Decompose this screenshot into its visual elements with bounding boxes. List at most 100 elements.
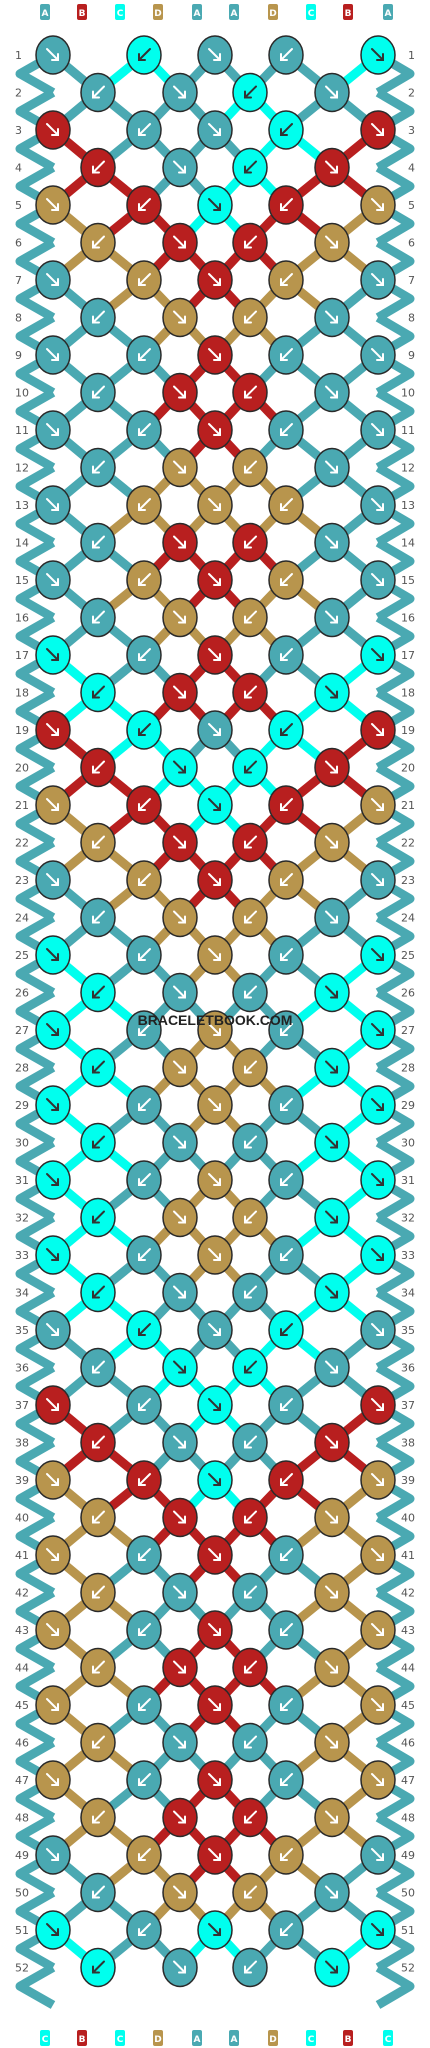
knot — [314, 522, 350, 563]
knot — [314, 897, 350, 938]
knot — [80, 1047, 116, 1088]
knot — [268, 710, 304, 750]
knot — [162, 747, 198, 788]
knot — [268, 1535, 304, 1575]
knot-arrow-icon — [46, 648, 59, 661]
knot — [80, 1872, 116, 1913]
knot — [126, 1085, 162, 1125]
svg-text:C: C — [308, 9, 315, 19]
watermark: BRACELETBOOK.COM — [138, 1012, 293, 1028]
knot-arrow-icon — [280, 1473, 293, 1486]
knot — [314, 1647, 350, 1688]
thread-letter: C — [115, 2030, 125, 2046]
row-number: 32 — [401, 1212, 415, 1225]
knot — [197, 335, 233, 375]
knot — [80, 447, 116, 488]
knot — [360, 710, 396, 750]
knot-arrow-icon — [138, 573, 151, 586]
row-number: 3 — [408, 124, 415, 137]
knot-arrow-icon — [46, 1023, 59, 1036]
row-number: 34 — [401, 1287, 415, 1300]
svg-text:C: C — [385, 2035, 392, 2045]
knot — [126, 1160, 162, 1200]
knot — [35, 35, 71, 75]
knot-arrow-icon — [46, 1923, 59, 1936]
knot-arrow-icon — [244, 1660, 257, 1674]
knot-arrow-icon — [244, 1360, 257, 1374]
knot — [197, 860, 233, 900]
knot-arrow-icon — [173, 760, 186, 774]
knot-arrow-icon — [280, 1023, 293, 1036]
knot-arrow-icon — [371, 1398, 384, 1411]
knot — [268, 935, 304, 975]
knot-arrow-icon — [46, 1698, 59, 1711]
knot-arrow-icon — [325, 535, 338, 549]
knot-arrow-icon — [92, 1810, 105, 1824]
knot — [80, 1347, 116, 1388]
knot — [314, 1572, 350, 1613]
row-number: 23 — [401, 874, 415, 887]
knot — [126, 1010, 162, 1050]
row-number: 18 — [15, 687, 29, 700]
knot-arrow-icon — [280, 1548, 293, 1561]
knot-arrow-icon — [371, 348, 384, 361]
knot-arrow-icon — [325, 1960, 338, 1974]
knot — [162, 1197, 198, 1238]
knot — [314, 822, 350, 863]
knot — [197, 1085, 233, 1125]
knot-arrow-icon — [46, 48, 59, 61]
row-number: 50 — [15, 1887, 29, 1900]
row-number: 34 — [15, 1287, 29, 1300]
thread-letter: B — [77, 4, 87, 20]
svg-text:B: B — [79, 2035, 86, 2045]
knot — [360, 485, 396, 525]
knot — [360, 560, 396, 600]
knot — [360, 110, 396, 150]
knot-arrow-icon — [46, 1173, 59, 1186]
knot-arrow-icon — [46, 123, 59, 136]
knot-arrow-icon — [371, 648, 384, 661]
row-number: 36 — [15, 1362, 29, 1375]
row-number: 51 — [401, 1924, 415, 1937]
knot — [314, 447, 350, 488]
knot — [314, 672, 350, 713]
row-number: 25 — [401, 949, 415, 962]
row-number: 5 — [15, 199, 22, 212]
knot — [268, 1310, 304, 1350]
knot-arrow-icon — [138, 1698, 151, 1711]
knot — [232, 1197, 268, 1238]
knot — [314, 1947, 350, 1988]
row-number: 28 — [15, 1062, 29, 1075]
knot-arrow-icon — [92, 1435, 105, 1449]
knot — [314, 1422, 350, 1463]
knot-arrow-icon — [92, 85, 105, 99]
knot — [197, 1685, 233, 1725]
row-number: 48 — [15, 1812, 29, 1825]
knot — [35, 260, 71, 300]
knot-arrow-icon — [138, 498, 151, 511]
knot-arrow-icon — [46, 1398, 59, 1411]
knot — [126, 485, 162, 525]
row-number: 12 — [15, 462, 29, 475]
knot-arrow-icon — [208, 1698, 221, 1711]
knot-arrow-icon — [46, 723, 59, 736]
row-number: 41 — [401, 1549, 415, 1562]
row-number: 36 — [401, 1362, 415, 1375]
knot — [232, 1272, 268, 1313]
knot — [232, 1872, 268, 1913]
knot-arrow-icon — [173, 685, 186, 699]
knot-arrow-icon — [244, 1585, 257, 1599]
knot — [232, 522, 268, 563]
row-number: 39 — [401, 1474, 415, 1487]
knot — [35, 185, 71, 225]
knot — [162, 1497, 198, 1538]
knot — [80, 372, 116, 413]
knot-arrow-icon — [325, 1285, 338, 1299]
knot — [162, 1272, 198, 1313]
knot — [80, 222, 116, 263]
knot-arrow-icon — [173, 1885, 186, 1899]
knot — [314, 1497, 350, 1538]
knot — [197, 35, 233, 75]
knot — [126, 1460, 162, 1500]
knot-arrow-icon — [208, 348, 221, 361]
